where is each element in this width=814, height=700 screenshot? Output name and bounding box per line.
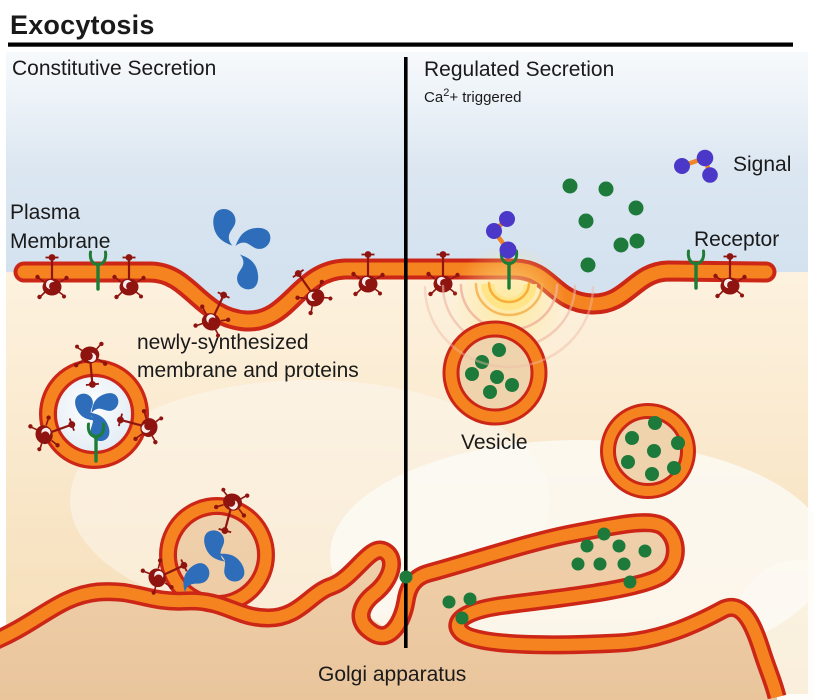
title-underline (8, 42, 793, 47)
golgi-membrane (0, 516, 783, 699)
signal-molecule-icon (674, 149, 718, 183)
signal-label: Signal (733, 153, 792, 176)
ca-text: Ca (424, 89, 444, 106)
vesicle-granules (465, 343, 519, 399)
newly-synthesized-label-line1: newly-synthesized (137, 331, 309, 354)
cargo-granule-dot (399, 570, 413, 584)
calcium-trigger-note: Ca2+ triggered (424, 86, 521, 108)
newly-synthesized-label-line2: membrane and proteins (137, 359, 359, 382)
bound-signal-receptor (486, 211, 519, 290)
plasma-membrane (13, 258, 777, 332)
calcium-wave-icon (423, 285, 595, 369)
released-granules (562, 178, 645, 273)
constitutive-vesicle (25, 340, 167, 469)
plasma-membrane-label-line1: Plasma (10, 201, 81, 224)
secretory-vesicle-fusing (442, 320, 548, 426)
page-title: Exocytosis (10, 10, 155, 40)
signal-molecule-icon (486, 211, 517, 259)
secretory-vesicle (600, 403, 696, 499)
ca-superscript: 2 (443, 87, 450, 99)
vesicle-granules (621, 416, 685, 481)
section-heading-regulated: Regulated Secretion (424, 58, 615, 81)
golgi-label: Golgi apparatus (318, 663, 467, 686)
golgi-mouth-granules (442, 592, 477, 625)
plasma-membrane-label-line2: Membrane (10, 230, 111, 253)
golgi-apparatus (0, 484, 787, 700)
golgi-pocket-granules (571, 527, 652, 589)
section-heading-constitutive: Constitutive Secretion (12, 57, 217, 80)
plasma-membrane-label: Plasma Membrane (10, 198, 110, 256)
section-divider (404, 57, 408, 648)
vesicle-label: Vesicle (461, 431, 528, 454)
receptor-label: Receptor (694, 228, 780, 251)
ca-suffix: + triggered (449, 89, 522, 106)
newly-synthesized-label: newly-synthesized membrane and proteins (137, 329, 359, 385)
